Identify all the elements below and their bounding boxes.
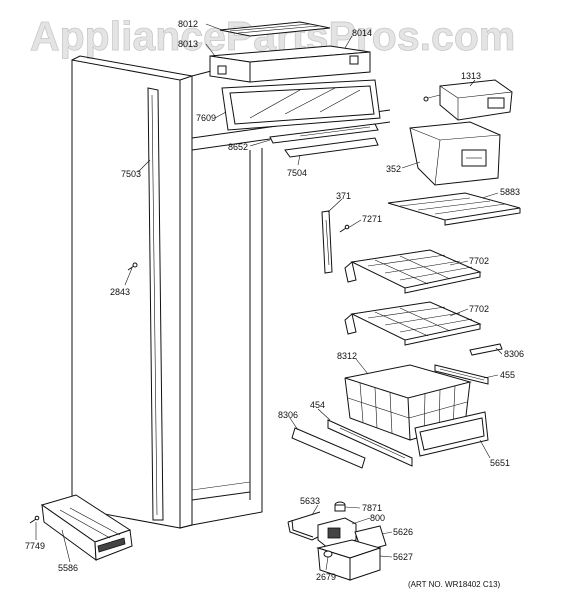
part-352-bucket xyxy=(409,121,501,186)
art-number: (ART NO. WR18402 C13) xyxy=(408,580,501,589)
watermark: AppliancePartsPros.com xyxy=(30,13,515,59)
label-7271: 7271 xyxy=(362,214,382,224)
label-8012: 8012 xyxy=(178,19,198,29)
label-7504: 7504 xyxy=(287,168,307,178)
part-1313-ice-maker xyxy=(423,79,513,121)
label-8312: 8312 xyxy=(337,351,357,361)
label-5626: 5626 xyxy=(393,527,413,537)
part-labels: 8012 8013 8014 7609 1313 8652 7504 352 7… xyxy=(25,19,524,589)
label-5633: 5633 xyxy=(300,496,320,506)
part-455-slide xyxy=(434,364,489,385)
part-8012-cover xyxy=(219,21,331,37)
label-7749: 7749 xyxy=(25,541,45,551)
label-371: 371 xyxy=(336,191,351,201)
label-8306-left: 8306 xyxy=(278,410,298,420)
label-8014: 8014 xyxy=(352,28,372,38)
label-454: 454 xyxy=(310,400,325,410)
label-352: 352 xyxy=(386,164,401,174)
part-8312-basket xyxy=(344,364,489,457)
label-800: 800 xyxy=(370,513,385,523)
part-371-rail xyxy=(321,210,333,274)
part-7504-bar xyxy=(284,137,379,158)
label-8013: 8013 xyxy=(178,39,198,49)
part-7871-cap xyxy=(334,501,346,512)
label-8652: 8652 xyxy=(228,142,248,152)
part-7749-screw xyxy=(29,515,40,524)
part-7503-strip xyxy=(147,87,164,521)
part-8652-strip xyxy=(269,123,379,144)
label-8306-right: 8306 xyxy=(504,349,524,359)
label-5651: 5651 xyxy=(490,458,510,468)
part-2843-screw xyxy=(127,262,138,271)
label-5627: 5627 xyxy=(393,552,413,562)
part-8306-slide-left xyxy=(291,427,366,469)
label-7503: 7503 xyxy=(121,169,141,179)
label-7702-lower: 7702 xyxy=(469,304,489,314)
part-5633-tube xyxy=(287,511,321,541)
part-5883-shelf xyxy=(387,192,521,226)
label-5586: 5586 xyxy=(58,563,78,573)
label-2843: 2843 xyxy=(110,287,130,297)
part-8306-slide-right xyxy=(469,343,503,356)
label-455: 455 xyxy=(500,370,515,380)
part-454-rail xyxy=(327,419,413,467)
part-7702-shelf-upper xyxy=(344,249,482,294)
leader-lines xyxy=(35,23,503,571)
part-5586-housing xyxy=(40,494,133,562)
part-8013-housing xyxy=(209,45,371,83)
part-7702-shelf-lower xyxy=(344,301,482,346)
part-7271-screw xyxy=(339,224,350,233)
label-5883: 5883 xyxy=(500,187,520,197)
part-2679-clip xyxy=(323,550,333,558)
part-7609-panel xyxy=(221,79,381,131)
label-7871: 7871 xyxy=(362,503,382,513)
label-7702-upper: 7702 xyxy=(469,256,489,266)
part-valve-assembly xyxy=(316,517,387,581)
label-1313: 1313 xyxy=(461,71,481,81)
label-2679: 2679 xyxy=(316,572,336,582)
label-7609: 7609 xyxy=(196,113,216,123)
